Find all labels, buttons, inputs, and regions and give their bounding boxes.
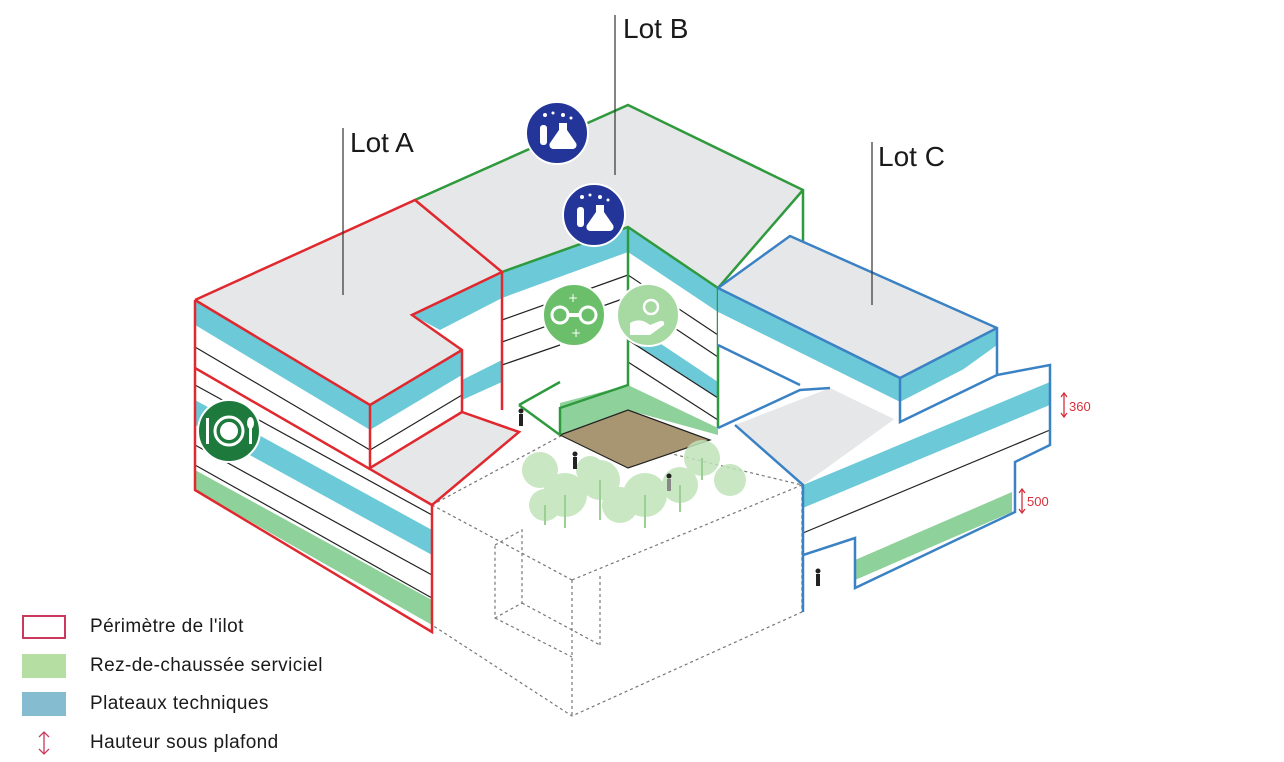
lot-b-label: Lot B xyxy=(623,13,688,44)
height-marker-lower: 500 xyxy=(1019,489,1049,513)
height-marker-upper: 360 xyxy=(1061,393,1091,417)
legend-item: Périmètre de l'ilot xyxy=(22,608,323,647)
ground-floor-swatch xyxy=(22,654,66,678)
height-360-label: 360 xyxy=(1069,399,1091,414)
svg-text:+: + xyxy=(568,291,578,305)
legend-label: Hauteur sous plafond xyxy=(90,732,279,754)
service-hand-icon xyxy=(617,284,679,346)
height-arrow-icon xyxy=(22,731,66,755)
svg-text:+: + xyxy=(571,326,581,340)
legend-item: Plateaux techniques xyxy=(22,685,323,724)
legend-label: Périmètre de l'ilot xyxy=(90,616,244,638)
legend-label: Rez-de-chaussée serviciel xyxy=(90,655,323,677)
technical-floor-swatch xyxy=(22,692,66,716)
legend-item: Rez-de-chaussée serviciel xyxy=(22,647,323,686)
equipment-icon: + + xyxy=(543,284,605,346)
laboratory-icon xyxy=(526,102,588,164)
legend-item: Hauteur sous plafond xyxy=(22,724,323,762)
legend: Périmètre de l'ilot Rez-de-chaussée serv… xyxy=(22,608,323,762)
lot-a-label: Lot A xyxy=(350,127,414,158)
lot-c-label: Lot C xyxy=(878,141,945,172)
height-500-label: 500 xyxy=(1027,494,1049,509)
restaurant-icon xyxy=(198,400,260,462)
laboratory-icon xyxy=(563,184,625,246)
legend-label: Plateaux techniques xyxy=(90,693,269,715)
perimeter-swatch xyxy=(22,615,66,639)
